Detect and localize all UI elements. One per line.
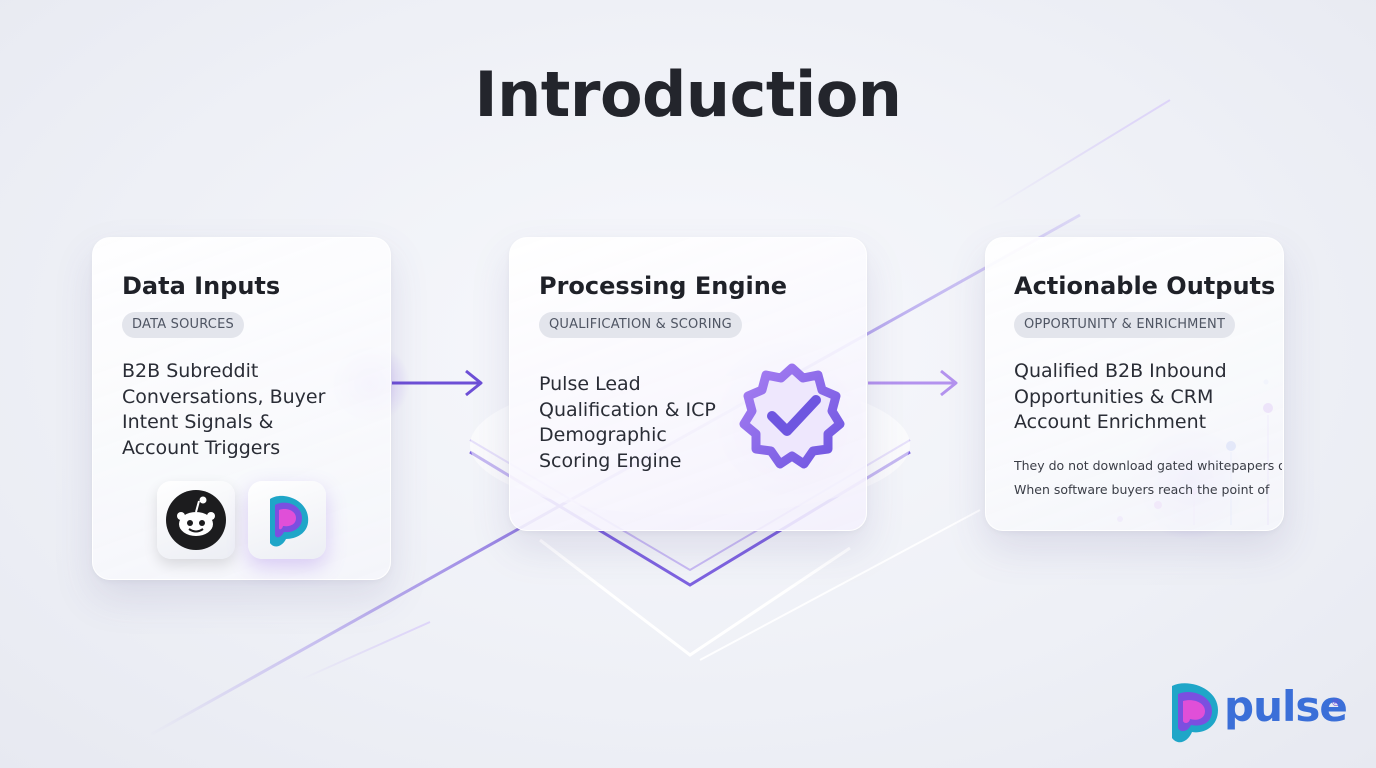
card-title: Data Inputs: [122, 272, 281, 300]
footnote-line: They do not download gated whitepapers o: [1014, 458, 1282, 473]
body-line: Account Enrichment: [1014, 411, 1207, 433]
card-footnote: They do not download gated whitepapers o…: [1014, 454, 1282, 502]
card-title: Processing Engine: [539, 272, 788, 300]
card-badge: OPPORTUNITY & ENRICHMENT: [1014, 312, 1236, 338]
body-line: Conversations, Buyer: [122, 385, 326, 408]
card-title: Actionable Outputs: [1014, 272, 1276, 300]
body-line: Pulse Lead: [539, 373, 641, 395]
reddit-icon: [157, 481, 235, 559]
body-line: B2B Subreddit: [122, 360, 259, 382]
diagonal-beam-white: [699, 509, 981, 661]
body-line: Qualification & ICP: [539, 398, 716, 421]
body-line: Qualified B2B Inbound: [1014, 360, 1227, 382]
body-line: Demographic: [539, 424, 667, 446]
diagonal-beam-faint: [989, 99, 1171, 211]
arrow-right-icon: [392, 369, 483, 397]
brand-name: pulse: [1224, 682, 1348, 731]
registered-mark: ®: [1331, 698, 1341, 709]
diagonal-beam-faint: [299, 621, 431, 681]
card-body: B2B Subreddit Conversations, Buyer Inten…: [122, 359, 325, 461]
card-badge: QUALIFICATION & SCORING: [539, 312, 742, 338]
card-actionable-outputs: Actionable Outputs OPPORTUNITY & ENRICHM…: [985, 237, 1284, 531]
card-data-inputs: Data Inputs DATA SOURCES B2B Subreddit C…: [92, 237, 391, 580]
card-processing-engine: Processing Engine QUALIFICATION & SCORIN…: [509, 237, 867, 531]
footnote-line: When software buyers reach the point of: [1014, 482, 1270, 497]
arrow-right-icon: [868, 369, 958, 397]
body-line: Account Triggers: [122, 436, 281, 459]
pulse-app-icon: [248, 481, 326, 559]
body-line: Scoring Engine: [539, 449, 682, 472]
platform-outline-white: [539, 538, 851, 657]
card-badge: DATA SOURCES: [122, 312, 244, 338]
body-line: Intent Signals &: [122, 411, 274, 433]
page-title: Introduction: [474, 58, 902, 131]
card-body: Qualified B2B Inbound Opportunities & CR…: [1014, 359, 1227, 436]
body-line: Opportunities & CRM: [1014, 385, 1214, 408]
pulse-logo-mark: [1172, 683, 1218, 743]
verified-badge-check-icon: [739, 363, 845, 469]
card-body: Pulse Lead Qualification & ICP Demograph…: [539, 372, 716, 474]
